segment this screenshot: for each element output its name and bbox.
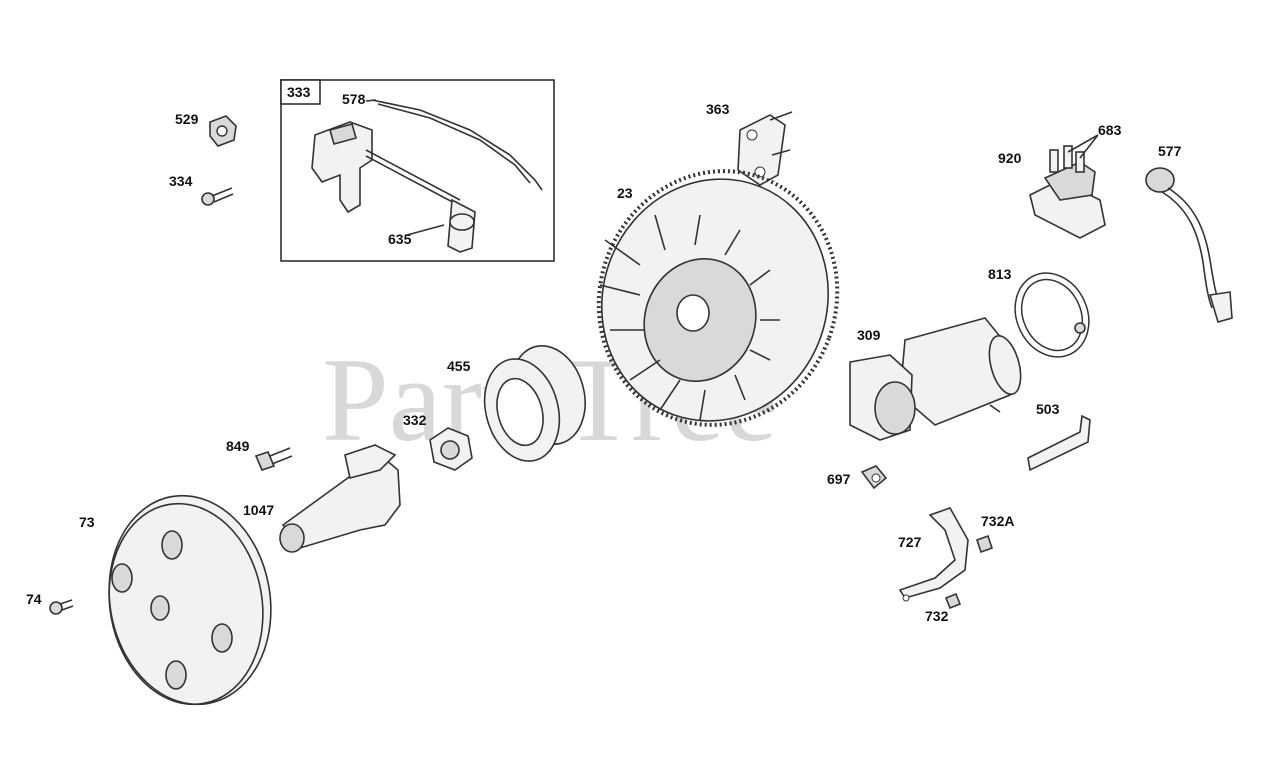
label-455: 455	[447, 358, 471, 374]
screw-74-part[interactable]	[49, 599, 74, 615]
label-73: 73	[79, 514, 95, 530]
screw-732A-part[interactable]	[975, 534, 994, 554]
label-813: 813	[988, 266, 1012, 282]
spark-plug-boot-635-part[interactable]	[447, 198, 476, 253]
label-363: 363	[706, 101, 730, 117]
plate-503-part[interactable]	[1027, 414, 1091, 472]
hub-1047-part[interactable]	[279, 444, 401, 553]
bolt-697-part[interactable]	[860, 465, 888, 490]
kit-333-box	[280, 79, 555, 262]
flywheel-nut-332-part[interactable]	[429, 427, 473, 471]
label-1047: 1047	[243, 502, 274, 518]
screw-334-part[interactable]	[201, 187, 234, 206]
starter-cup-455-part[interactable]	[474, 337, 596, 469]
bracket-363-part[interactable]	[737, 111, 793, 186]
label-635: 635	[388, 231, 412, 247]
label-732A: 732A	[981, 513, 1014, 529]
rotating-screen-73-part[interactable]	[93, 483, 287, 718]
label-309: 309	[857, 327, 881, 343]
label-683: 683	[1098, 122, 1122, 138]
label-332: 332	[403, 412, 427, 428]
label-74: 74	[26, 591, 42, 607]
nut-732-part[interactable]	[944, 592, 962, 610]
label-577: 577	[1158, 143, 1182, 159]
label-727: 727	[898, 534, 922, 550]
starter-motor-309-part[interactable]	[849, 317, 1026, 441]
leader-683	[1067, 134, 1099, 159]
clamp-813-part[interactable]	[1006, 265, 1098, 365]
ignition-switch-part[interactable]	[311, 121, 461, 214]
label-578: 578	[342, 91, 366, 107]
label-334: 334	[169, 173, 193, 189]
label-23: 23	[617, 185, 633, 201]
bolt-849-part[interactable]	[254, 447, 293, 471]
nut-529-part[interactable]	[209, 115, 237, 147]
leader-lines	[365, 99, 445, 236]
rectifier-920-part[interactable]	[1029, 145, 1106, 239]
label-333: 333	[287, 84, 311, 100]
label-503: 503	[1036, 401, 1060, 417]
wire-harness-578-part[interactable]	[371, 99, 543, 191]
flywheel-23-part[interactable]	[563, 137, 872, 458]
label-920: 920	[998, 150, 1022, 166]
label-529: 529	[175, 111, 199, 127]
label-849: 849	[226, 438, 250, 454]
ground-lead-577-part[interactable]	[1145, 167, 1233, 323]
bracket-727-part[interactable]	[898, 507, 969, 602]
label-697: 697	[827, 471, 851, 487]
label-732: 732	[925, 608, 949, 624]
